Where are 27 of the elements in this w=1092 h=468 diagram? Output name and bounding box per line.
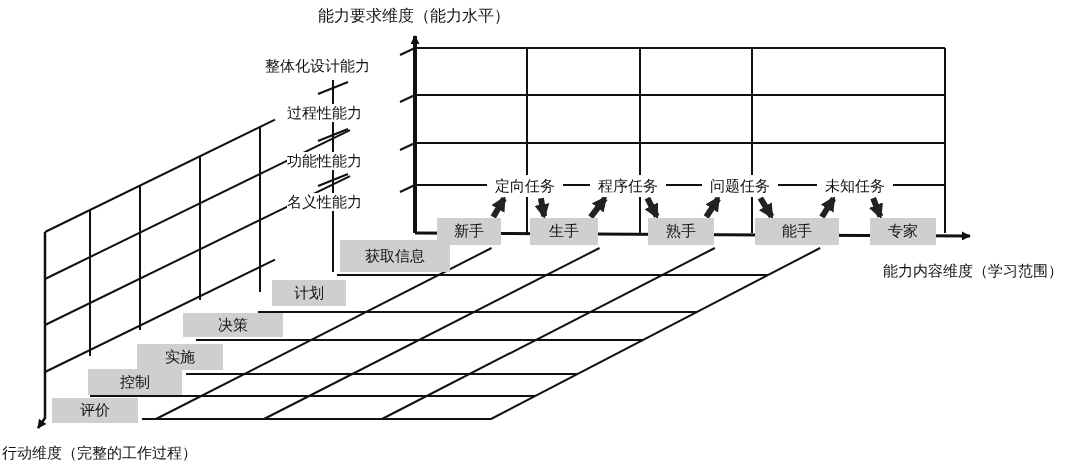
arrow [819, 196, 837, 219]
arrow [757, 196, 775, 220]
stage-box: 熟手 [648, 218, 714, 245]
stage-box: 能手 [755, 218, 839, 245]
stage-box: 新手 [437, 218, 501, 245]
stage-box: 生手 [530, 218, 598, 245]
arrow [588, 196, 608, 219]
level-label: 过程性能力 [287, 104, 362, 122]
level-label: 名义性能力 [287, 193, 362, 211]
task-label: 定向任务 [487, 175, 563, 197]
task-label: 问题任务 [702, 175, 778, 197]
task-label: 未知任务 [817, 175, 893, 197]
arrow [534, 197, 550, 220]
stage-box: 控制 [88, 369, 182, 395]
stage-box: 计划 [272, 280, 346, 306]
task-label: 程序任务 [590, 175, 666, 197]
level-label: 功能性能力 [287, 152, 362, 170]
arrow [644, 196, 660, 220]
stage-box: 专家 [870, 218, 936, 245]
stage-box: 获取信息 [340, 240, 450, 272]
level-label: 整体化设计能力 [265, 57, 370, 75]
arrow [703, 196, 721, 219]
stage-box: 决策 [183, 313, 283, 337]
arrow [868, 197, 884, 220]
arrow [490, 195, 507, 219]
stage-box: 实施 [137, 344, 223, 370]
stage-box: 评价 [52, 398, 138, 423]
